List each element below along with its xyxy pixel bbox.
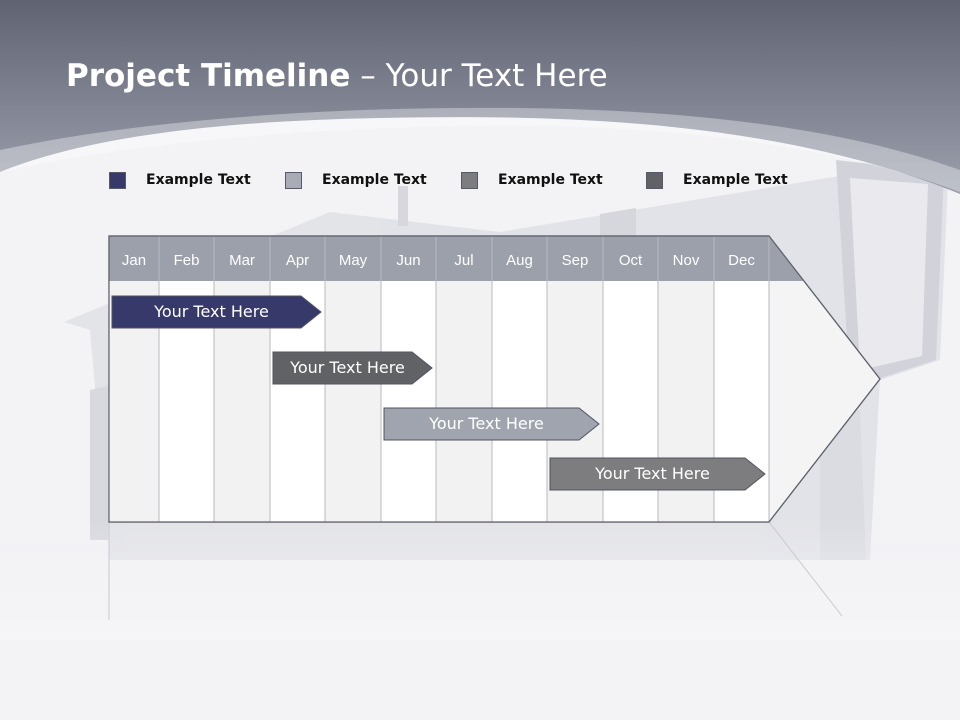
month-column-jul [436,281,492,522]
legend-item-4: Example Text [646,170,788,190]
month-label-sep: Sep [562,252,589,269]
header-band [0,0,960,194]
legend-swatch-2 [285,171,302,189]
month-label-jul: Jul [454,252,473,269]
legend-item-2: Example Text [285,170,427,190]
header-swoosh [0,107,960,192]
month-label-nov: Nov [673,252,700,269]
month-label-apr: Apr [286,252,309,269]
month-label-dec: Dec [728,252,755,269]
legend-label-4: Example Text [683,172,788,188]
title-subtitle: – Your Text Here [350,58,608,94]
task-bar-2 [272,351,433,385]
month-label-mar: Mar [229,252,255,269]
legend-swatch-3 [461,171,478,189]
legend-swatch-1 [109,171,126,189]
legend-item-1: Example Text [109,170,251,190]
legend-swatch-4 [646,171,663,189]
month-header-band [109,236,804,281]
legend-item-3: Example Text [461,170,603,190]
title-bold: Project Timeline [66,58,351,94]
task-label-1: Your Text Here [154,302,269,321]
legend-label-2: Example Text [322,172,427,188]
task-bar-1 [111,295,322,329]
month-column-jun [381,281,436,522]
month-label-feb: Feb [174,252,200,269]
month-label-aug: Aug [506,252,533,269]
legend-label-3: Example Text [498,172,603,188]
task-label-3: Your Text Here [429,414,544,433]
task-label-4: Your Text Here [595,464,710,483]
task-bar-3 [383,407,600,441]
month-label-jan: Jan [122,252,146,269]
task-label-2: Your Text Here [290,358,405,377]
task-bar-4 [549,457,766,491]
timeline-outline [108,235,881,523]
legend-label-1: Example Text [146,172,251,188]
month-column-may [325,281,381,522]
month-label-may: May [339,252,368,269]
month-label-oct: Oct [619,252,643,269]
month-column-aug [492,281,547,522]
page-title: Project Timeline – Your Text Here [66,58,608,94]
reflection-right [768,521,843,617]
month-label-jun: Jun [396,252,420,269]
